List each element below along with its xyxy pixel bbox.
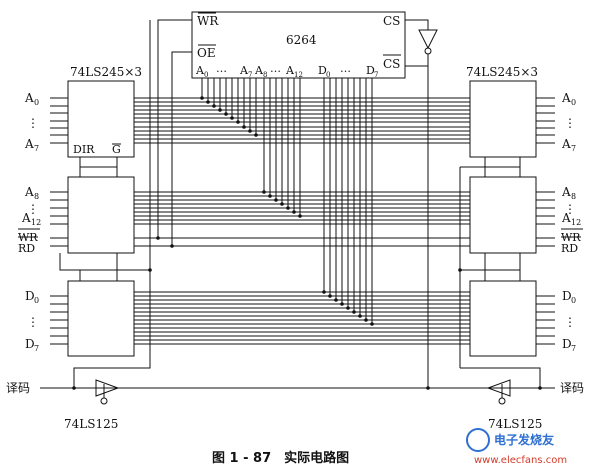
left-a8-sub: 8	[34, 192, 39, 201]
left-d0-sub: 0	[34, 296, 39, 305]
watermark-text: 电子发烧友	[494, 432, 554, 447]
left-245-box-3	[67, 280, 135, 357]
chip-addr-a12-sub: 12	[294, 71, 303, 79]
right-d7: D	[562, 337, 572, 351]
chip-addr-a12: A	[285, 64, 295, 77]
right-d0-sub: 0	[571, 296, 576, 305]
right-a7: A	[561, 137, 571, 151]
left-wr: WR	[18, 231, 38, 244]
chip-data-d7-sub: 7	[374, 71, 378, 79]
left-a12-sub: 12	[31, 218, 41, 227]
right-d0: D	[562, 289, 572, 303]
chip-addr-a0: A	[195, 64, 205, 77]
left-a12: A	[21, 211, 31, 225]
chip-addr-a8: A	[254, 64, 264, 77]
right-a8: A	[561, 185, 571, 199]
chip-addr-a7: A	[239, 64, 249, 77]
right-dots-1: ⋮	[564, 116, 576, 130]
left-a0: A	[24, 91, 34, 105]
right-245-box-2	[469, 176, 537, 254]
left-g-label: G	[112, 143, 121, 156]
junction-dots	[72, 96, 542, 390]
left-245-box-1	[67, 80, 135, 158]
chip-pin-row: A 0 … A 7 A 8 … A 12 D 0 … D 7	[195, 62, 378, 79]
left-title: 74LS245×3	[70, 65, 142, 79]
left-d0: D	[25, 289, 35, 303]
right-a8-sub: 8	[571, 192, 576, 201]
left-buffer-label: 74LS125	[64, 417, 118, 431]
left-dir-label: DIR	[73, 143, 95, 156]
chip-addr-a7-sub: 7	[248, 71, 252, 79]
right-d7-sub: 7	[571, 344, 576, 353]
chip-data-d0-sub: 0	[326, 71, 330, 79]
watermark-logo: 电子发烧友 www.elecfans.com	[466, 428, 567, 466]
right-rd: RD	[561, 242, 578, 255]
right-signal-labels: A 0 ⋮ A 7 A 8 ⋮ A 12 WR RD D 0 ⋮ D 7	[561, 91, 581, 353]
left-a7: A	[24, 137, 34, 151]
left-signal-labels: A 0 ⋮ A 7 A 8 ⋮ A 12 WR RD D 0 ⋮ D 7	[18, 91, 41, 353]
chip-cs-bar-label: CS	[383, 57, 400, 71]
right-a7-sub: 7	[571, 144, 576, 153]
watermark-circle-icon	[466, 428, 490, 452]
left-a7-sub: 7	[34, 144, 39, 153]
left-dots-3: ⋮	[27, 315, 39, 329]
left-d7-sub: 7	[34, 344, 39, 353]
chip-wr-label: WR	[197, 14, 219, 28]
right-dots-2: ⋮	[564, 202, 576, 216]
left-d7: D	[25, 337, 35, 351]
right-a12-sub: 12	[571, 218, 581, 227]
right-decode-label: 译码	[560, 381, 584, 395]
wires	[18, 11, 583, 405]
chip-oe-label: OE	[197, 46, 216, 60]
right-a12: A	[561, 211, 571, 225]
left-decode-label: 译码	[6, 381, 30, 395]
chip-data-dots: …	[340, 62, 351, 75]
left-a8: A	[24, 185, 34, 199]
right-buffer-label: 74LS125	[488, 417, 542, 431]
right-a0: A	[561, 91, 571, 105]
chip-addr-dots-1: …	[216, 62, 227, 75]
left-dots-2: ⋮	[27, 202, 39, 216]
chip-data-d0: D	[318, 64, 327, 77]
left-rd: RD	[18, 242, 35, 255]
left-245-box-2	[67, 176, 135, 254]
right-dots-3: ⋮	[564, 315, 576, 329]
watermark-url: www.elecfans.com	[474, 455, 567, 466]
chip-addr-dots-2: …	[270, 62, 281, 75]
chip-6264-box	[191, 11, 406, 79]
chip-data-d7: D	[366, 64, 375, 77]
left-dots-1: ⋮	[27, 116, 39, 130]
right-a0-sub: 0	[571, 98, 576, 107]
left-a0-sub: 0	[34, 98, 39, 107]
chip-name: 6264	[286, 33, 317, 47]
figure-caption: 图 1 - 87 实际电路图	[212, 450, 349, 466]
right-245-box-1	[469, 80, 537, 158]
chip-addr-a8-sub: 8	[263, 71, 267, 79]
chip-addr-a0-sub: 0	[204, 71, 208, 79]
right-title: 74LS245×3	[466, 65, 538, 79]
right-245-box-3	[469, 280, 537, 357]
right-wr: WR	[561, 231, 581, 244]
chip-cs-label: CS	[383, 14, 400, 28]
